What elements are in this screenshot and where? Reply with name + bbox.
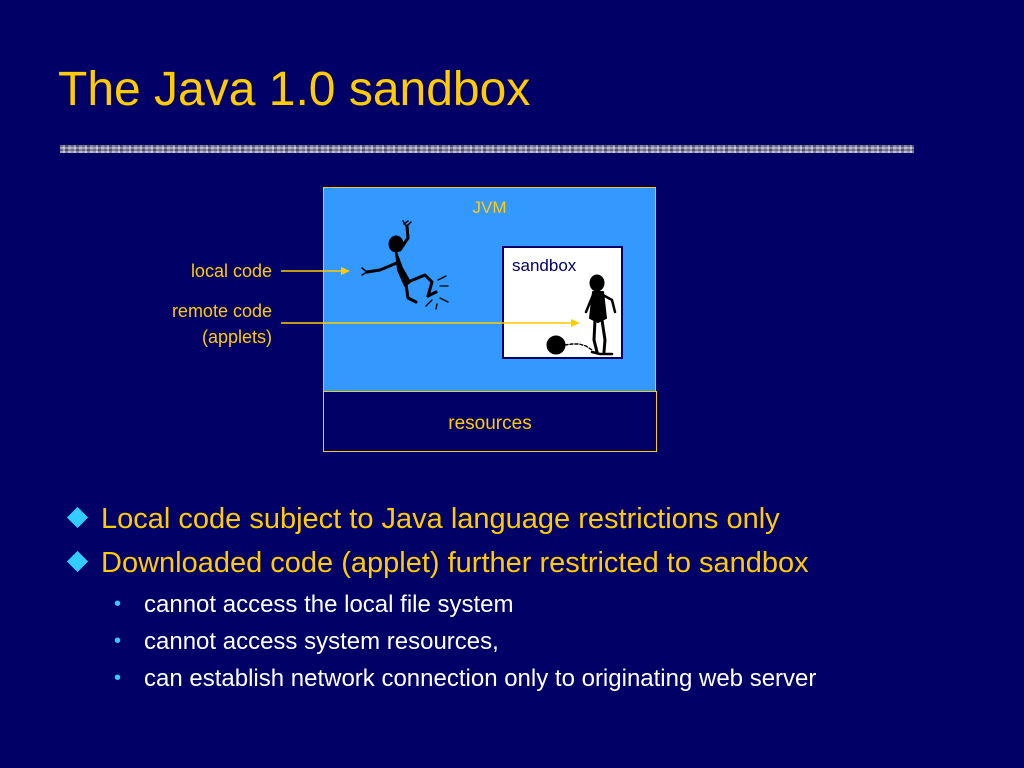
remote-code-label-line1: remote code — [171, 301, 272, 321]
sandbox-label: sandbox — [512, 256, 577, 275]
local-code-label: local code — [190, 261, 272, 281]
dot-bullet-icon: • — [114, 630, 122, 652]
remote-code-label: remote code (applets) — [172, 298, 272, 350]
sub-bullet-file-system: • cannot access the local file system — [114, 587, 514, 622]
diamond-bullet-icon — [66, 506, 89, 529]
free-figure-icon — [361, 220, 449, 310]
bullet-downloaded-code: Downloaded code (applet) further restric… — [66, 543, 809, 583]
title-divider — [60, 145, 914, 153]
dot-bullet-icon: • — [114, 667, 122, 689]
slide-title: The Java 1.0 sandbox — [58, 63, 531, 116]
bullet-text: Local code subject to Java language rest… — [101, 503, 780, 535]
dot-bullet-icon: • — [114, 593, 122, 615]
bullet-local-code: Local code subject to Java language rest… — [66, 499, 780, 539]
remote-code-label-line2: (applets) — [201, 327, 272, 347]
sub-bullet-system-resources: • cannot access system resources, — [114, 624, 499, 659]
bullet-text: Downloaded code (applet) further restric… — [101, 547, 809, 579]
local-code-arrow — [281, 267, 350, 275]
resources-box — [323, 391, 657, 452]
diamond-bullet-icon — [66, 550, 89, 573]
jvm-label: JVM — [472, 198, 507, 217]
sub-bullet-network: • can establish network connection only t… — [114, 661, 816, 696]
sub-bullet-text: can establish network connection only to… — [144, 665, 817, 692]
sub-bullet-text: cannot access the local file system — [144, 591, 514, 618]
remote-code-arrow — [281, 319, 580, 327]
sub-bullet-text: cannot access system resources, — [144, 628, 499, 655]
chained-figure-icon — [546, 274, 617, 356]
resources-label: resources — [448, 413, 532, 434]
